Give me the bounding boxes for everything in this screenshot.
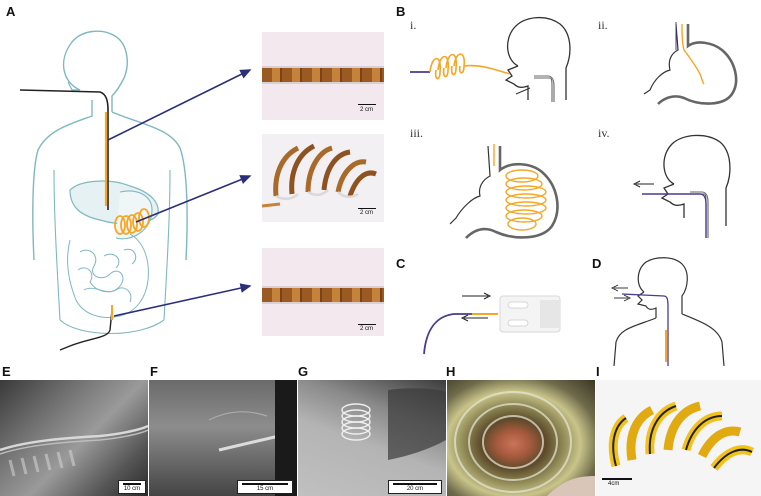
- scale-line-i: [602, 478, 632, 480]
- sub-label-iii: iii.: [410, 126, 424, 140]
- diagram-d-full-body: [610, 257, 725, 367]
- diagram-b-ii-stomach: [643, 22, 738, 105]
- diagram-c-connector: [423, 292, 561, 355]
- sub-label-ii: ii.: [598, 18, 608, 32]
- xray-e-detail: [0, 424, 148, 477]
- xray-f-detail: [208, 380, 297, 496]
- photo-i-coil: [608, 401, 755, 471]
- diagram-b-iii-stomach-coil: [449, 144, 559, 239]
- human-anatomy-illustration: [19, 30, 188, 351]
- photo-straight-device-top: 2 cm: [262, 32, 384, 120]
- scale-line-a-top: [358, 104, 376, 105]
- xray-image-g: 20 cm: [298, 380, 446, 496]
- scale-label-a-mid: 2 cm: [360, 210, 374, 216]
- scale-box-f: 15 cm: [237, 480, 293, 494]
- sub-label-iv: iv.: [598, 126, 610, 140]
- photo-image-i: 4cm: [596, 380, 761, 496]
- sub-label-i: i.: [410, 18, 417, 32]
- diagram-b-iv-removal: [632, 134, 731, 238]
- panel-label-e: E: [2, 364, 11, 379]
- photo-straight-device-bottom: 2 cm: [262, 248, 384, 336]
- xray-image-e: 10 cm: [0, 380, 148, 496]
- coiled-device-graphic: [261, 143, 377, 208]
- endoscopic-h-detail: [454, 391, 595, 496]
- xray-g-detail: [341, 388, 446, 460]
- scale-line-a-mid: [358, 208, 376, 209]
- scale-label-a-top: 2 cm: [360, 107, 374, 113]
- scale-box-e: 10 cm: [118, 480, 146, 494]
- panel-label-f: F: [150, 364, 158, 379]
- panel-label-b: B: [396, 4, 406, 19]
- panel-label-d: D: [592, 256, 602, 271]
- photo-coiled-device: 2 cm: [261, 134, 384, 222]
- xray-image-f: 15 cm: [149, 380, 297, 496]
- panel-label-i: I: [596, 364, 600, 379]
- scale-label-a-bot: 2 cm: [360, 326, 374, 332]
- endoscopic-image-h: [447, 380, 595, 496]
- panel-label-c: C: [396, 256, 406, 271]
- straight-device-strip: [262, 66, 384, 84]
- scale-line-a-bot: [358, 324, 376, 325]
- panel-label-g: G: [298, 364, 309, 379]
- scale-box-g: 20 cm: [388, 480, 442, 494]
- panel-label-a: A: [6, 4, 16, 19]
- diagram-b-i-insertion: [410, 17, 571, 102]
- scale-label-i: 4cm: [608, 481, 620, 487]
- straight-device-strip-2: [262, 286, 384, 304]
- panel-label-h: H: [446, 364, 456, 379]
